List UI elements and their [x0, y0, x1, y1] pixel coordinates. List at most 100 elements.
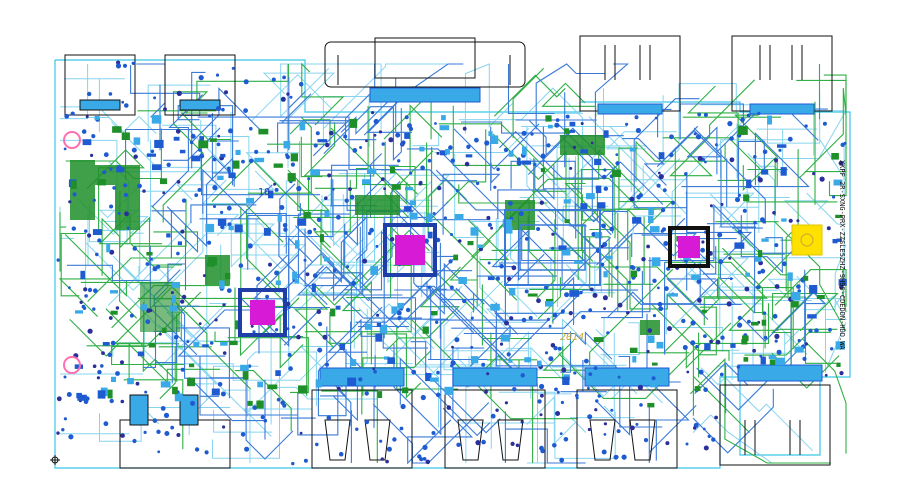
via	[388, 137, 394, 143]
via	[606, 331, 610, 335]
trace	[222, 389, 251, 463]
via	[124, 103, 129, 108]
smd-pad	[121, 132, 130, 140]
via	[686, 370, 690, 374]
via	[315, 131, 320, 136]
via	[615, 153, 619, 157]
trace	[452, 105, 521, 166]
via	[120, 433, 125, 438]
trace	[498, 391, 616, 459]
trace	[288, 76, 306, 151]
trace	[293, 292, 335, 349]
smd-pad	[151, 115, 162, 124]
via	[601, 174, 607, 180]
smd-pad	[769, 359, 777, 365]
via	[663, 241, 669, 246]
via	[431, 431, 436, 435]
via	[108, 92, 113, 96]
via	[197, 187, 202, 192]
smd-pad	[152, 164, 162, 171]
smd-pad	[267, 384, 278, 390]
via	[437, 185, 442, 191]
via	[434, 122, 437, 125]
trace	[279, 120, 350, 157]
trace	[650, 303, 730, 361]
via	[737, 193, 742, 197]
via	[484, 140, 490, 146]
via	[475, 181, 480, 186]
trace	[463, 331, 613, 360]
usb-ports-bottom	[311, 364, 831, 469]
via	[153, 96, 157, 100]
fpga-chip	[383, 223, 437, 277]
smd-pad	[564, 219, 570, 224]
trace	[671, 104, 761, 235]
trace	[409, 104, 443, 174]
smd-pad	[189, 363, 195, 368]
via	[313, 143, 318, 148]
smd-pad	[439, 125, 450, 131]
via	[579, 290, 583, 295]
via	[110, 340, 116, 346]
via	[303, 258, 307, 262]
via	[560, 309, 565, 314]
smd-pad	[603, 271, 608, 278]
smd-pad	[647, 402, 655, 408]
smd-pad	[220, 342, 228, 346]
via	[217, 134, 221, 138]
via	[156, 429, 161, 434]
via	[466, 144, 471, 149]
trace	[199, 184, 273, 220]
via	[427, 285, 431, 289]
via	[839, 285, 844, 290]
trace	[407, 407, 474, 465]
via	[422, 457, 427, 461]
trace	[635, 140, 726, 182]
smd-pad	[290, 153, 298, 162]
via	[634, 115, 639, 120]
trace	[162, 156, 213, 223]
via	[533, 163, 537, 167]
smd-pad	[569, 129, 575, 133]
smd-pad	[268, 190, 274, 199]
via	[92, 307, 96, 311]
smd-pad	[545, 301, 554, 307]
via	[68, 200, 72, 204]
smd-pad	[809, 285, 818, 294]
via	[664, 286, 669, 291]
via	[199, 153, 205, 159]
chip-marking: 10	[258, 187, 270, 198]
trace	[569, 405, 635, 433]
via	[325, 362, 329, 367]
smd-pad	[235, 320, 240, 330]
smd-pad	[521, 160, 531, 165]
via	[646, 349, 650, 354]
via	[647, 328, 653, 333]
via	[670, 200, 676, 205]
via	[726, 301, 732, 307]
smd-pad	[127, 378, 134, 385]
via	[812, 172, 816, 176]
trace	[345, 64, 377, 141]
trace	[449, 226, 491, 307]
trace	[570, 253, 616, 294]
trace	[614, 147, 661, 239]
via	[654, 116, 658, 120]
smd-pad	[220, 153, 226, 158]
via	[150, 257, 153, 261]
trace	[594, 63, 629, 154]
smd-pad	[742, 335, 749, 342]
via	[287, 352, 292, 357]
trace	[301, 62, 345, 126]
via	[629, 265, 635, 270]
via	[555, 118, 560, 122]
via	[123, 183, 128, 188]
via	[638, 193, 643, 198]
via	[773, 158, 779, 163]
smd-pad	[738, 126, 748, 135]
smd-pad	[311, 283, 316, 292]
via	[274, 187, 279, 192]
origin-marker	[50, 455, 60, 465]
trace	[648, 403, 697, 463]
smd-pad	[701, 309, 707, 313]
